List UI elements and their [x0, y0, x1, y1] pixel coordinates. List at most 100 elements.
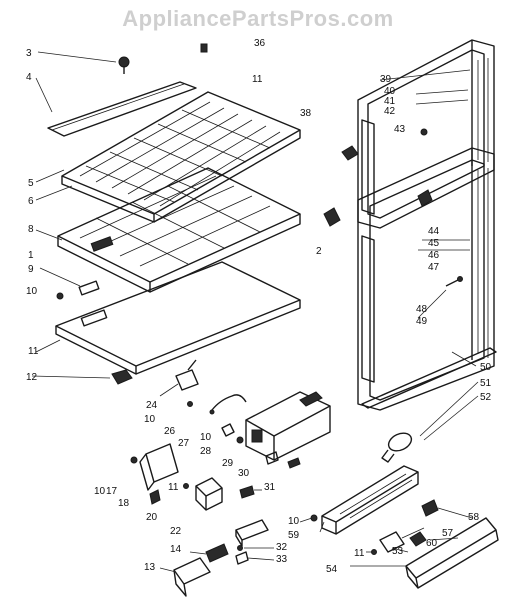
part-number-label: 14: [170, 544, 182, 555]
part-53: [379, 531, 405, 553]
part-number-label: 12: [26, 372, 38, 383]
part-number-label: 48: [416, 304, 428, 315]
part-number-label: 11: [354, 548, 365, 559]
part-number-label: 11: [252, 74, 263, 85]
watermark: AppliancePartsPros.com: [122, 6, 394, 31]
part-number-label: 17: [106, 486, 118, 497]
part-number-label: 2: [316, 246, 322, 257]
part-8-shelf: [57, 167, 301, 293]
part-33: [235, 551, 249, 565]
part-32: [237, 545, 243, 551]
part-number-label: 11: [168, 482, 179, 493]
part-number-label: 4: [26, 72, 32, 83]
part-60: [409, 531, 427, 547]
part-number-label: 22: [170, 526, 182, 537]
part-18: [149, 489, 161, 505]
part-number-label: 50: [480, 362, 492, 373]
part-number-label: 27: [178, 438, 190, 449]
part-number-label: 10: [26, 286, 38, 297]
part-43: [420, 128, 428, 136]
part-38-hinge: [341, 145, 359, 161]
part-number-label: 36: [254, 38, 266, 49]
fresh-food-door-gasket: [357, 147, 495, 411]
part-number-label: 24: [146, 400, 158, 411]
part-17-bracket: [130, 443, 179, 491]
part-number-label: 11: [28, 346, 39, 357]
part-11-screw-c: [183, 483, 189, 489]
part-number-label: 59: [288, 530, 300, 541]
part-number-label: 47: [428, 262, 440, 273]
part-number-label: 31: [264, 482, 276, 493]
part-36-clip: [200, 43, 208, 53]
part-5-6-shelf: [61, 91, 301, 223]
part-52-bulb: [381, 432, 413, 463]
part-number-label: 29: [222, 458, 234, 469]
part-number-label: 57: [442, 528, 454, 539]
part-number-label: 1: [28, 250, 34, 261]
control-housing: [245, 391, 331, 461]
part-number-label: 28: [200, 446, 212, 457]
part-number-label: 52: [480, 392, 492, 403]
part-number-label: 39: [380, 74, 392, 85]
part-number-label: 49: [416, 316, 428, 327]
part-number-label: 26: [164, 426, 176, 437]
part-number-label: 6: [28, 196, 34, 207]
part-2-hinge: [323, 207, 341, 227]
part-26-wire: [209, 394, 247, 415]
part-number-label: 9: [28, 264, 34, 275]
part-number-label: 10: [144, 414, 156, 425]
part-number-label: 46: [428, 250, 440, 261]
part-54-grille: [405, 517, 499, 589]
part-30: [287, 457, 301, 469]
part-59-trim: [321, 465, 419, 535]
part-9-tag: [78, 280, 100, 296]
part-number-label: 40: [384, 86, 396, 97]
part-24-knob: [175, 359, 199, 391]
part-number-label: 42: [384, 106, 396, 117]
part-number-label: 13: [144, 562, 156, 573]
part-number-label: 54: [326, 564, 338, 575]
part-number-label: 44: [428, 226, 440, 237]
part-31: [239, 485, 255, 499]
part-number-label: 33: [276, 554, 288, 565]
part-48: [445, 276, 463, 287]
part-50-strip: [361, 347, 497, 409]
part-12: [111, 369, 133, 385]
part-10-screw-a: [56, 292, 64, 300]
part-number-label: 32: [276, 542, 288, 553]
part-27-clip: [221, 423, 235, 437]
part-number-label: 41: [384, 96, 396, 107]
part-13-cover: [173, 557, 211, 597]
part-number-label: 10: [200, 432, 212, 443]
part-4-strip: [47, 81, 197, 137]
part-number-label: 58: [468, 512, 480, 523]
part-28: [236, 436, 244, 444]
part-number-label: 10: [288, 516, 300, 527]
part-number-label: 53: [392, 546, 404, 557]
part-number-label: 45: [428, 238, 440, 249]
part-10-screw-b: [187, 401, 193, 407]
part-number-label: 18: [118, 498, 130, 509]
part-number-label: 5: [28, 178, 34, 189]
part-11-panel: [55, 261, 301, 375]
leader-lines: [31, 51, 479, 573]
part-11-screw-d: [371, 549, 377, 555]
part-number-label: 8: [28, 224, 34, 235]
part-number-label: 38: [300, 108, 312, 119]
part-44: [417, 189, 433, 207]
part-number-label: 10: [94, 486, 106, 497]
part-29: [265, 451, 279, 465]
part-14-grille: [205, 543, 229, 563]
part-57: [421, 499, 439, 517]
part-number-label: 3: [26, 48, 32, 59]
part-number-label: 51: [480, 378, 492, 389]
part-number-label: 20: [146, 512, 158, 523]
part-number-label: 30: [238, 468, 250, 479]
part-number-label: 60: [426, 538, 438, 549]
part-22: [235, 519, 269, 547]
part-20-relay: [195, 477, 223, 511]
part-number-label: 43: [394, 124, 406, 135]
part-3-screw: [118, 56, 130, 74]
